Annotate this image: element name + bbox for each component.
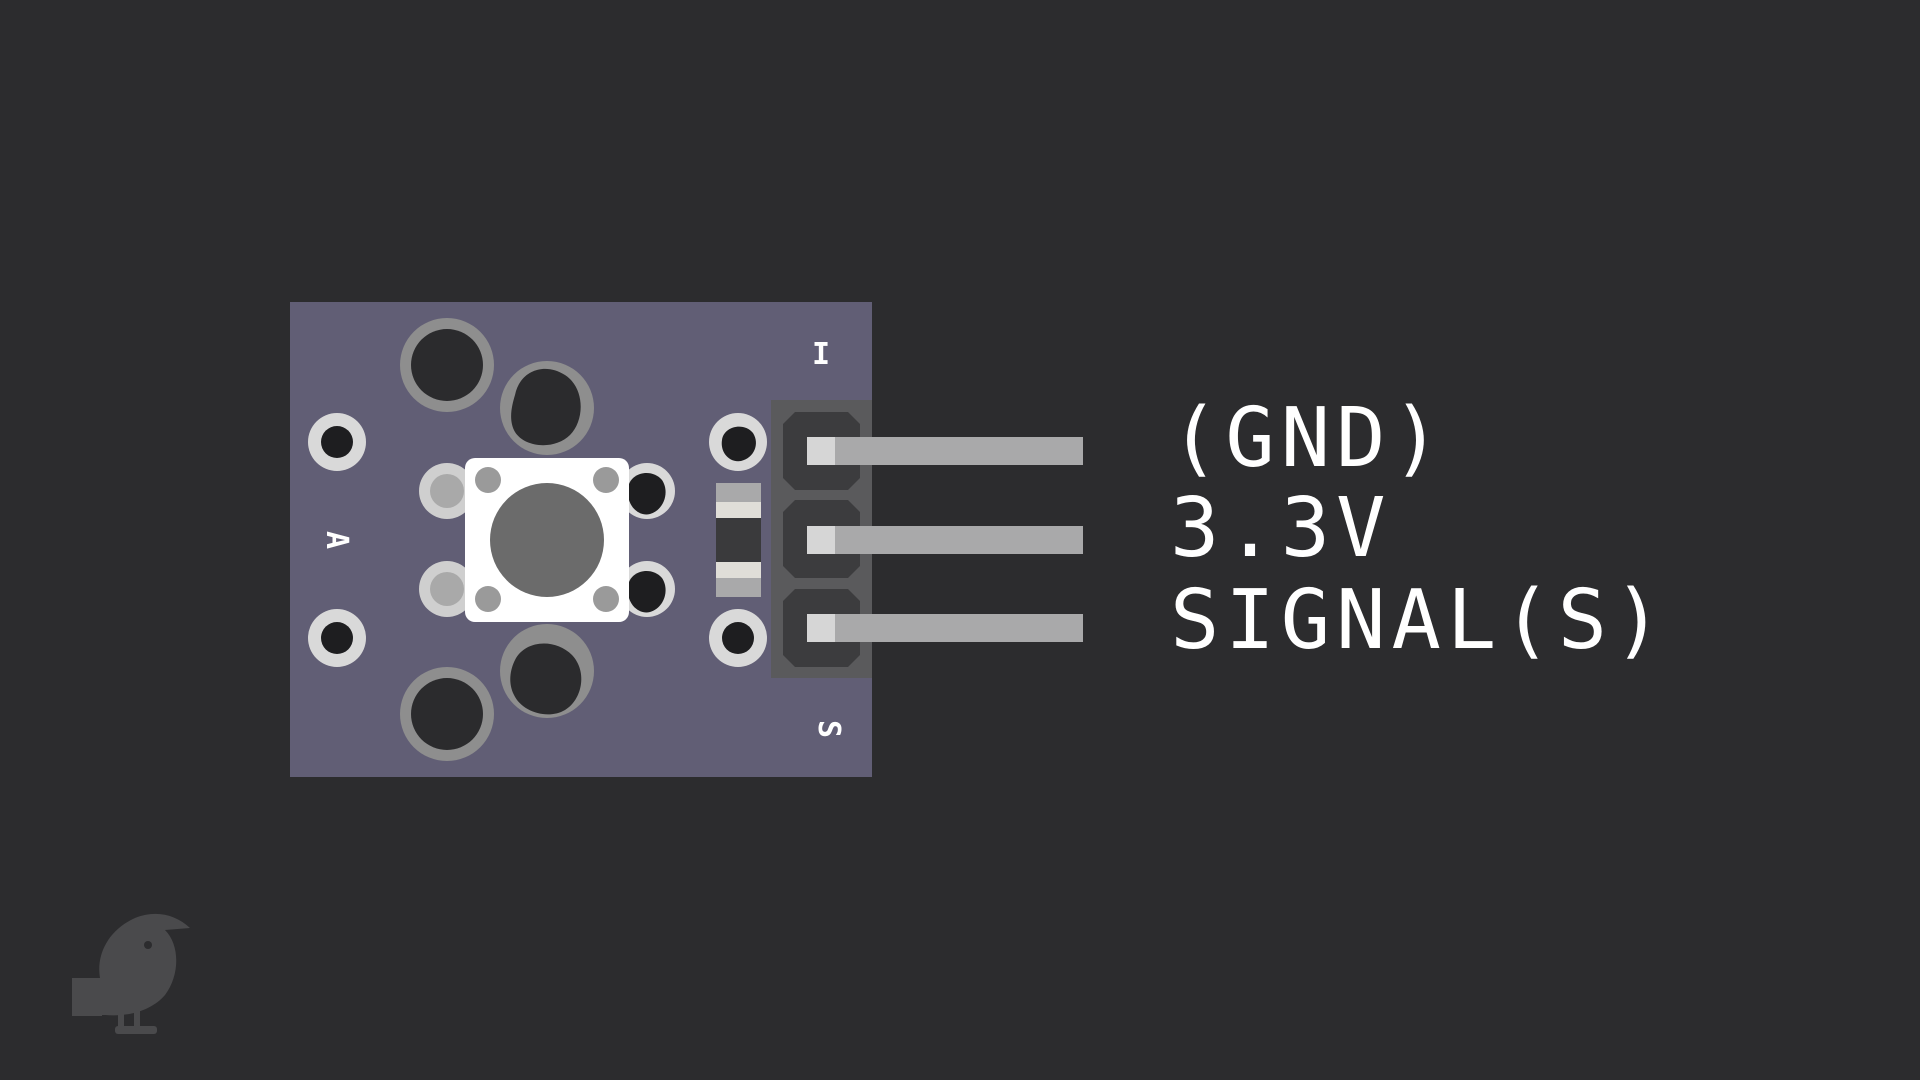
silkscreen-top: I: [812, 337, 830, 372]
button-lead-hole: [500, 361, 594, 455]
mounting-hole: [400, 667, 494, 761]
pad: [709, 413, 767, 471]
button-pad: [419, 561, 475, 617]
pin-signal: [807, 614, 1083, 642]
silkscreen-side: A: [319, 531, 354, 549]
resistor: [716, 483, 761, 597]
pad: [308, 413, 366, 471]
button-lead-hole: [500, 624, 594, 718]
pin-label-signal: SIGNAL(S): [1170, 573, 1668, 668]
mounting-hole: [400, 318, 494, 412]
pin-label-gnd: (GND): [1170, 391, 1447, 486]
push-button-cap: [490, 483, 604, 597]
button-pad: [619, 463, 675, 519]
pin-vcc: [807, 526, 1083, 554]
silkscreen-bottom: S: [811, 720, 846, 738]
button-pad: [419, 463, 475, 519]
pin-gnd: [807, 437, 1083, 465]
pad: [709, 609, 767, 667]
pad: [308, 609, 366, 667]
bird-logo-icon: [72, 913, 190, 1034]
pin-label-vcc: 3.3V: [1170, 481, 1391, 576]
button-pad: [619, 561, 675, 617]
push-button: [465, 458, 629, 622]
